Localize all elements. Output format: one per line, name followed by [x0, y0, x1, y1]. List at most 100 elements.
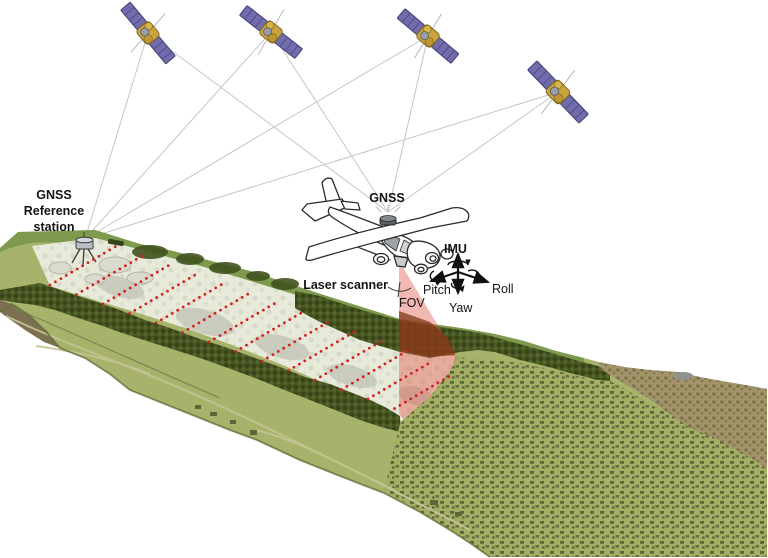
scan-dot [431, 384, 434, 388]
satellite [105, 0, 191, 77]
imu-label: IMU [444, 242, 467, 256]
scan-dot [276, 350, 280, 353]
scan-dot [277, 324, 281, 328]
scan-dot [48, 283, 52, 287]
roll-label: Roll [492, 282, 514, 296]
scan-dot [128, 312, 131, 315]
scan-dot [230, 302, 233, 306]
scan-dot [181, 331, 184, 334]
right-stabilizer [340, 200, 361, 211]
ref-station-label-line2: Reference [24, 204, 84, 218]
scan-dot [218, 334, 222, 337]
gnss-reference-station [71, 232, 97, 266]
scan-dot [442, 378, 445, 382]
scan-dot [207, 340, 211, 344]
scan-dot [134, 258, 138, 261]
terrain-bottom-edge [0, 302, 491, 558]
signal-line [84, 31, 272, 240]
scan-dot [197, 321, 201, 325]
scan-dot [107, 273, 111, 277]
scan-dot [234, 324, 238, 328]
scan-dot [102, 277, 106, 280]
scan-dot [187, 277, 191, 280]
scan-dot [303, 359, 307, 363]
scan-dot [155, 296, 159, 299]
scan-dot [192, 324, 195, 328]
scan-dot [394, 356, 398, 359]
scan-dot [314, 353, 318, 356]
scan-dot [70, 270, 74, 274]
scan-dot [235, 299, 239, 302]
gnss-satellites [105, 0, 604, 138]
scan-line [260, 321, 329, 363]
main-wing [305, 207, 470, 262]
scan-dot [340, 388, 343, 391]
hill-rocks [673, 372, 693, 380]
scan-dot [367, 346, 371, 350]
gnss-antenna [375, 204, 401, 226]
scan-dot [299, 311, 303, 315]
scan-dot [266, 330, 270, 334]
scan-dot [410, 372, 413, 375]
scan-dot [229, 327, 233, 331]
scan-dot [393, 381, 397, 385]
scan-dot [139, 280, 143, 283]
scan-dot [287, 343, 291, 347]
scan-line [287, 330, 356, 372]
scan-dot [409, 397, 413, 401]
scan-dot [388, 384, 392, 388]
scan-dot [260, 359, 264, 363]
scan-dot [176, 308, 180, 312]
signal-line [270, 31, 389, 213]
laser-scanner-label: Laser scanner [303, 278, 388, 292]
scan-line [207, 302, 276, 344]
scan-dot [64, 274, 68, 277]
scan-dot [161, 267, 165, 271]
scan-dot [383, 362, 387, 366]
scan-dot [160, 292, 164, 296]
scan-line [154, 283, 223, 325]
scan-dot [166, 264, 170, 268]
roads [5, 315, 471, 531]
scan-dot [75, 293, 78, 296]
scan-dot [134, 283, 138, 287]
scan-dot [351, 356, 355, 359]
scan-dot [166, 289, 169, 293]
scan-dot [341, 337, 345, 340]
scan-dot [357, 353, 360, 356]
rocky-outcrop [0, 300, 60, 348]
railway [13, 307, 221, 399]
signal-line [147, 32, 389, 213]
scan-dot [108, 248, 112, 252]
scan-dot [117, 293, 121, 296]
scan-dot [80, 289, 84, 293]
scan-dot [372, 368, 376, 372]
scan-dot [313, 378, 317, 382]
scan-dot [170, 312, 174, 315]
scan-dot [325, 321, 329, 325]
scan-dot [447, 375, 451, 378]
scan-dot [329, 369, 333, 372]
scan-dot [378, 365, 381, 369]
scan-dot [219, 283, 223, 287]
scan-dot [113, 270, 116, 274]
scan-dot [192, 299, 196, 302]
scan-line [313, 340, 382, 382]
scan-dot [366, 397, 370, 401]
scan-line [181, 292, 250, 334]
scan-dot [213, 311, 217, 315]
gnss-signal-lines [84, 31, 559, 240]
scan-dot [219, 308, 222, 312]
scan-dot [246, 292, 250, 296]
scan-dot [155, 270, 159, 274]
pitch-label: Pitch [423, 283, 451, 297]
scan-dot [250, 340, 254, 344]
scan-line [234, 311, 303, 353]
scan-dot [181, 305, 185, 309]
scan-line [340, 349, 409, 391]
scan-dot [261, 334, 265, 337]
top-margin-trees [132, 245, 299, 290]
scan-line [393, 375, 451, 410]
scan-dot [129, 261, 133, 264]
scan-dot [378, 340, 382, 344]
